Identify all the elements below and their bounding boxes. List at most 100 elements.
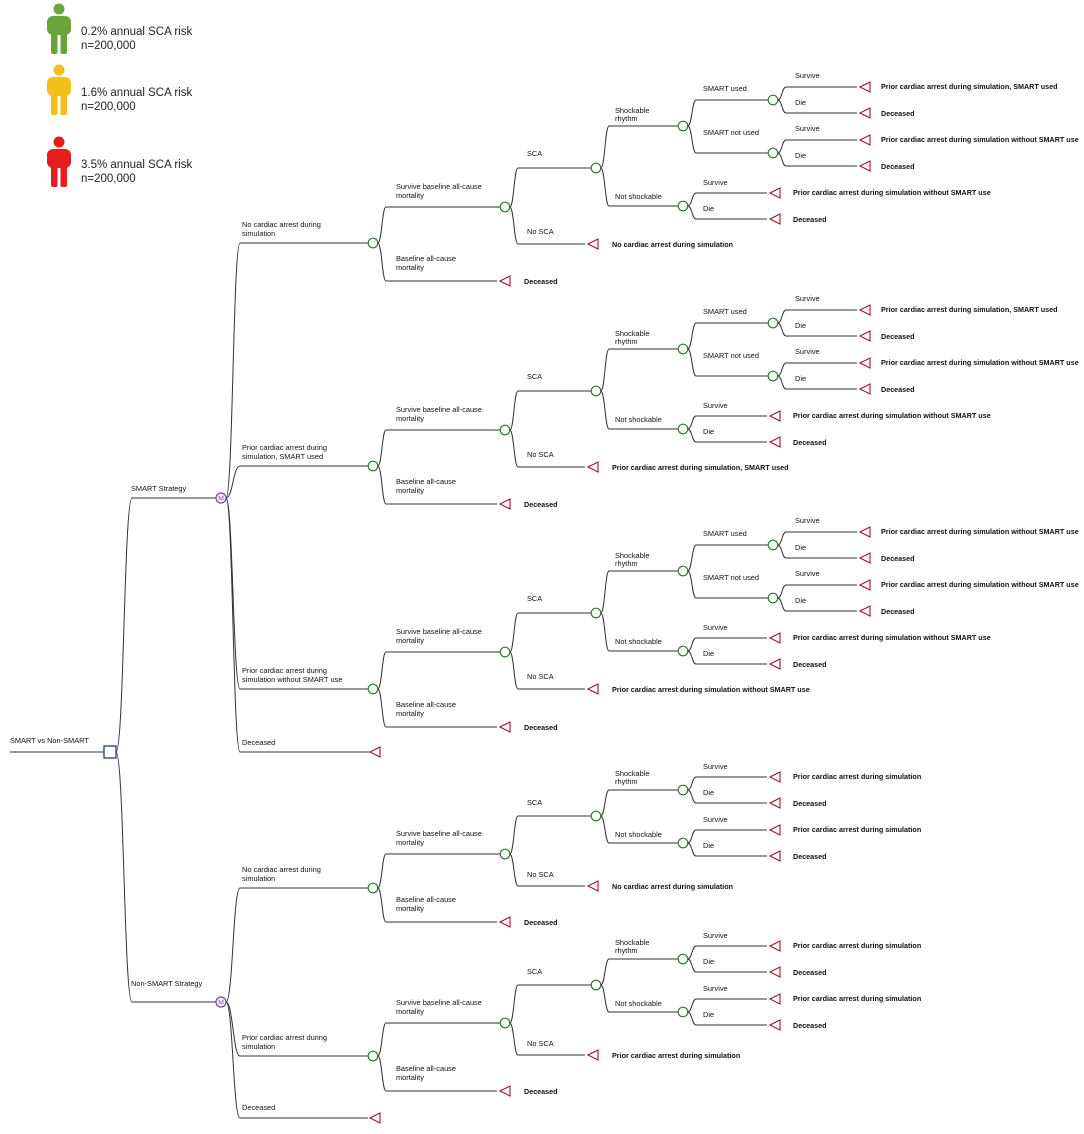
branch-line [687,570,768,599]
terminal-node-icon [768,1019,781,1031]
branch-line [777,544,857,559]
chance-node-icon [677,423,689,435]
branch-line [777,309,857,324]
legend-n-text: n=200,000 [81,101,136,113]
branch-line [777,99,857,114]
smart-used-label: SMART used [703,529,747,538]
smart-not-used-label: SMART not used [703,573,759,582]
branch-line [687,789,767,804]
state-label: simulation, SMART used [242,452,323,461]
smart-used-label: SMART used [703,307,747,316]
terminal-node-icon [368,746,381,758]
chance-node-icon [367,683,379,695]
not-shockable-label: Not shockable [615,415,662,424]
branch-line [377,429,500,467]
survive-label: Survive [703,178,728,187]
branch-line [687,637,767,652]
terminal-node-icon [498,721,511,733]
chance-node-icon [767,147,779,159]
chance-node-icon [677,953,689,965]
branch-line [687,99,768,127]
terminal-label: Deceased [793,852,827,861]
shockable-label: Shockable [615,329,650,338]
chance-node-icon [367,460,379,472]
survive-label: Survive [795,294,820,303]
survive-label: Survive [703,984,728,993]
terminal-label: Prior cardiac arrest during simulation [612,1051,740,1060]
branch-line [600,815,678,844]
terminal-node-icon [858,526,871,538]
branch-line [377,688,497,728]
person-leg-icon [60,93,67,115]
terminal-node-icon [858,134,871,146]
branch-line [377,887,497,923]
shockable-label: Shockable [615,938,650,947]
sca-label: SCA [527,372,542,381]
chance-node-icon [499,424,511,436]
terminal-node-icon [858,357,871,369]
state-label: simulation [242,229,275,238]
survive-baseline-label: mortality [396,414,424,423]
strategy-branch-line [115,751,216,1003]
survive-baseline-label: mortality [396,838,424,847]
terminal-node-icon [498,916,511,928]
branch-line [225,1001,368,1057]
branch-line [687,1011,767,1026]
markov-symbol-label: M [218,496,224,503]
survive-label: Survive [795,569,820,578]
survive-label: Survive [795,124,820,133]
terminal-node-icon [586,683,599,695]
die-label: Die [795,98,806,107]
baseline-mortality-label: Baseline all-cause [396,254,456,263]
branch-line [777,322,857,337]
branch-line [687,205,767,220]
terminal-label: Deceased [881,162,915,171]
branch-line [687,650,767,665]
terminal-label: Deceased [524,723,558,732]
branch-line [600,789,678,817]
terminal-label: Prior cardiac arrest during simulation [793,941,921,950]
survive-label: Survive [703,931,728,940]
chance-node-icon [767,539,779,551]
legend-risk-text: 3.5% annual SCA risk [81,159,192,171]
baseline-mortality-label: Baseline all-cause [396,1064,456,1073]
survive-baseline-label: Survive baseline all-cause [396,405,482,414]
survive-baseline-label: Survive baseline all-cause [396,627,482,636]
branch-line [687,192,767,207]
chance-node-icon [367,237,379,249]
die-label: Die [795,151,806,160]
terminal-label: Deceased [793,660,827,669]
strategy-branch-line [115,497,216,753]
die-label: Die [703,649,714,658]
terminal-node-icon [858,330,871,342]
shockable-label: Shockable [615,769,650,778]
terminal-label: Prior cardiac arrest during simulation, … [881,82,1058,91]
person-leg-icon [51,93,58,115]
branch-line [225,887,368,1003]
branch-line [225,242,368,499]
person-body-icon [47,77,71,96]
smart-not-used-label: SMART not used [703,351,759,360]
survive-label: Survive [703,401,728,410]
state-label: No cardiac arrest during [242,865,321,874]
chance-node-icon [590,979,602,991]
no-sca-label: No SCA [527,672,554,681]
chance-node-icon [367,882,379,894]
terminal-node-icon [768,632,781,644]
branch-line [777,375,857,390]
smart-strategy-label: SMART Strategy [131,484,186,493]
terminal-label: Prior cardiac arrest during simulation [793,772,921,781]
terminal-label: Deceased [524,1087,558,1096]
branch-line [600,612,678,652]
branch-line [225,497,368,690]
terminal-node-icon [586,1049,599,1061]
branch-line [687,348,768,377]
no-sca-label: No SCA [527,450,554,459]
terminal-node-icon [858,107,871,119]
person-icon [53,136,65,148]
chance-node-icon [677,645,689,657]
branch-line [225,497,368,753]
terminal-node-icon [858,160,871,172]
baseline-mortality-label: mortality [396,904,424,913]
shockable-label: Shockable [615,106,650,115]
